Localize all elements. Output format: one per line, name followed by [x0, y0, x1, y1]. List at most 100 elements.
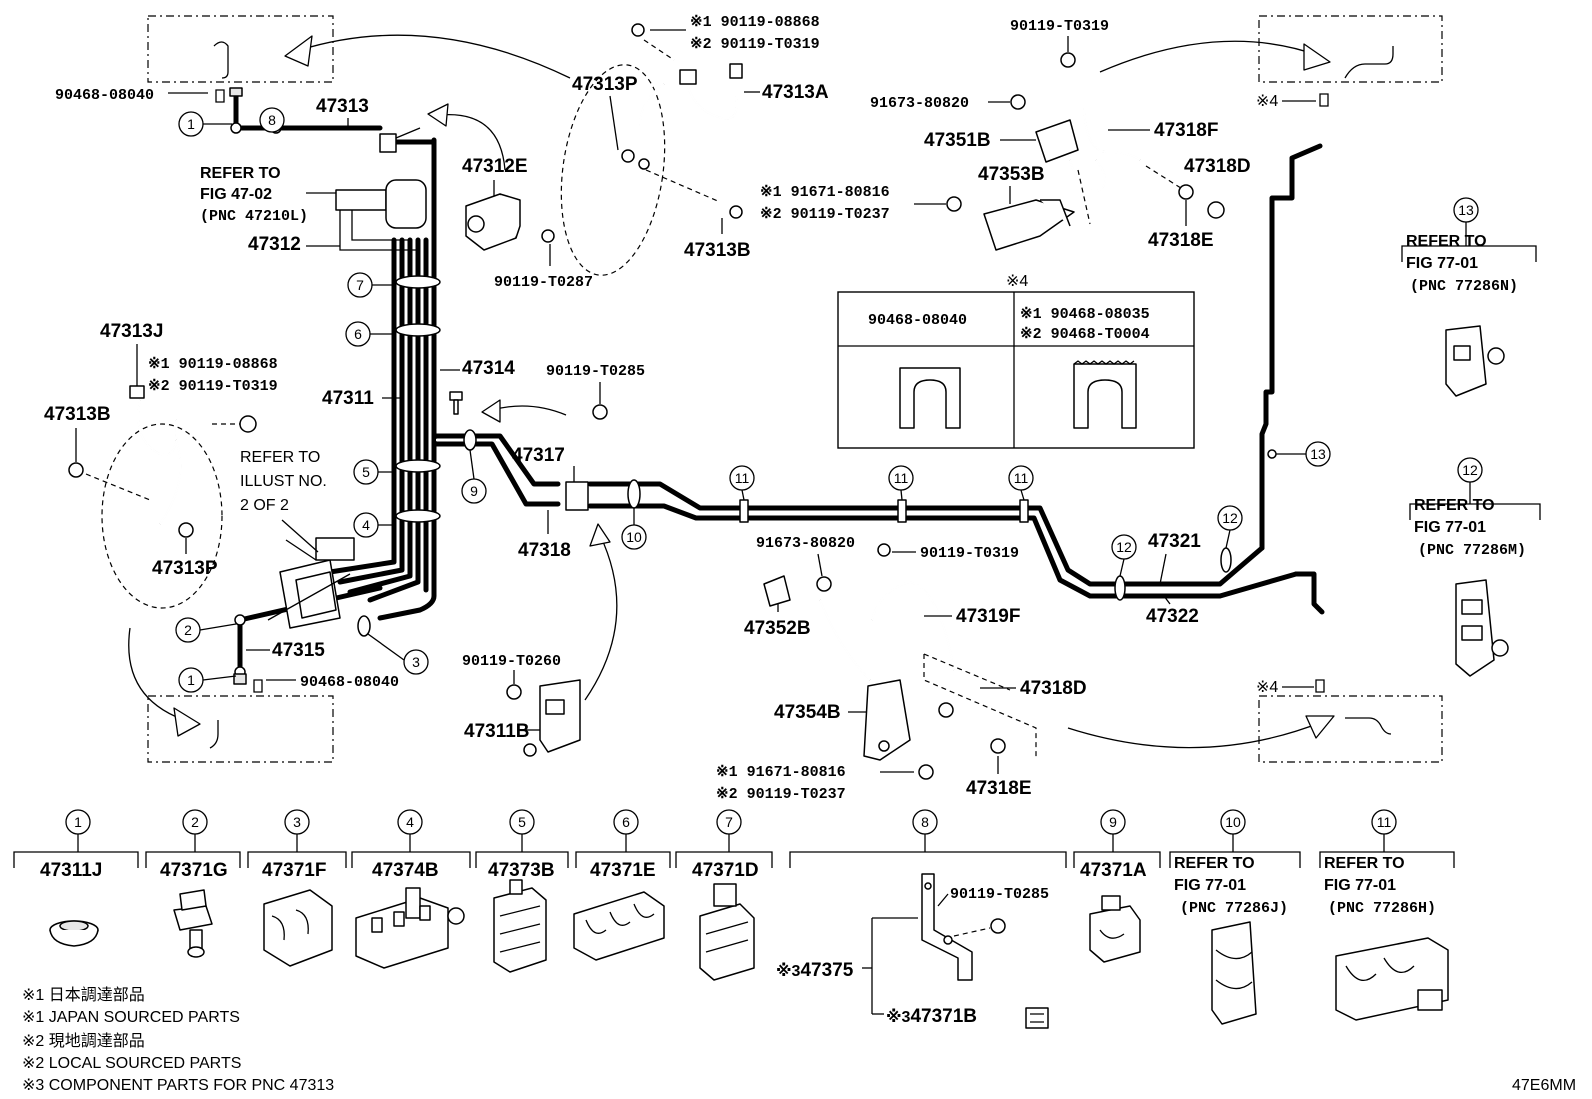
mark-4-bottom: ※4 [1256, 679, 1278, 696]
label-47313P-left: 47313P [152, 558, 218, 579]
clip-47375-icon [921, 873, 1006, 981]
label-47311: 47311 [322, 388, 374, 409]
detail-box-bottom-right [1258, 695, 1443, 763]
clip-refer-11-l2: FIG 77-01 [1324, 877, 1396, 894]
clip-num-2: 2 [182, 809, 208, 852]
callout-11-b: 11 [888, 465, 914, 501]
svg-text:7: 7 [356, 277, 364, 293]
svg-text:5: 5 [518, 814, 526, 830]
svg-text:2: 2 [184, 622, 192, 638]
label-47318E-mid: 47318E [966, 778, 1032, 799]
label-47321: 47321 [1148, 531, 1201, 552]
clip-part-47311J: 47311J [40, 860, 102, 881]
clip-77286H-icon [1335, 937, 1449, 1021]
label-47313P-top: 47313P [572, 74, 638, 95]
label-91671-80816-bot: ※1 91671-80816 [716, 764, 846, 781]
callout-6: 6 [345, 321, 396, 347]
callout-2: 2 [175, 617, 237, 643]
clip-refer-10-l3: (PNC 77286J) [1180, 900, 1288, 917]
arrow-to-47318 [584, 523, 618, 701]
valve-47312E-icon [465, 193, 555, 251]
callout-10: 10 [621, 508, 647, 550]
clip-part-47371D: 47371D [692, 860, 759, 881]
callout-4: 4 [353, 512, 396, 538]
label-90468-08040-top: 90468-08040 [55, 87, 154, 104]
svg-text:12: 12 [1462, 462, 1478, 478]
refer-12-l2: FIG 77-01 [1414, 519, 1486, 536]
label-47353B: 47353B [978, 164, 1045, 185]
label-refer-illust-c: 2 OF 2 [240, 497, 289, 514]
clip-47311B-icon [506, 679, 581, 757]
swoosh-arrow-top-right [1099, 40, 1331, 73]
detail-oval-left [101, 423, 223, 609]
svg-text:12: 12 [1116, 539, 1132, 555]
label-47313B-left: 47313B [44, 404, 111, 425]
clip-47373B-icon [493, 879, 547, 973]
mark-4-table: ※4 [1006, 273, 1028, 290]
label-91673-80820-top: 91673-80820 [870, 95, 969, 112]
note-3-en: ※3 COMPONENT PARTS FOR PNC 47313 [22, 1077, 334, 1094]
label-90119-08868-top: ※1 90119-08868 [690, 14, 820, 31]
label-refer-illust-a: REFER TO [240, 449, 320, 466]
refer-13-l1: REFER TO [1406, 233, 1487, 250]
label-47313J: 47313J [100, 321, 163, 342]
label-47318D-top: 47318D [1184, 156, 1251, 177]
swoosh-arrow-bottom-left [128, 627, 201, 737]
label-90119-T0319-mid: 90119-T0319 [920, 545, 1019, 562]
label-90119-T0319-right: 90119-T0319 [1010, 18, 1109, 35]
mark-4-top: ※4 [1256, 93, 1278, 110]
callout-12-b: 12 [1217, 505, 1243, 549]
label-refer-47-02-a: REFER TO [200, 165, 281, 182]
note-2-jp: ※2 現地調達部品 [22, 1032, 145, 1050]
refer-12-l3: (PNC 77286M) [1418, 542, 1526, 559]
svg-text:4: 4 [362, 517, 370, 533]
clip-77286M-icon [1455, 579, 1509, 677]
label-47354B: 47354B [774, 702, 841, 723]
label-47318F: 47318F [1154, 120, 1218, 141]
svg-text:11: 11 [894, 470, 909, 486]
svg-text:7: 7 [725, 814, 733, 830]
clip-num-8: 8 [912, 809, 938, 852]
part-labels: 90468-08040 47313 REFER TO FIG 47-02 (PN… [44, 14, 1541, 803]
callout-5: 5 [353, 459, 396, 485]
label-47322: 47322 [1146, 606, 1199, 627]
clip-47371F-icon [263, 889, 333, 967]
svg-text:13: 13 [1458, 202, 1474, 218]
note-1-jp: ※1 日本調達部品 [22, 986, 145, 1004]
clip-77286N-icon [1445, 325, 1505, 397]
label-refer-47-02-c: (PNC 47210L) [200, 208, 308, 225]
note-2-en: ※2 LOCAL SOURCED PARTS [22, 1055, 241, 1072]
label-91673-80820-mid: 91673-80820 [756, 535, 855, 552]
label-47319F: 47319F [956, 606, 1020, 627]
hose-47313A-icon [621, 23, 743, 219]
label-47312: 47312 [248, 234, 301, 255]
clip-num-6: 6 [613, 809, 639, 852]
clip-num-5: 5 [509, 809, 535, 852]
callout-13: 13 [1276, 441, 1331, 467]
refer-13-l3: (PNC 77286N) [1410, 278, 1518, 295]
detail-box-top-left [147, 15, 334, 83]
label-47318: 47318 [518, 540, 571, 561]
figure-code: 47E6MM [1512, 1077, 1576, 1094]
callout-1-top: 1 [178, 111, 232, 137]
callout-1-bottom: 1 [178, 667, 237, 693]
svg-text:4: 4 [406, 814, 414, 830]
clip-part-47375: ※347375 [776, 960, 854, 981]
svg-text:1: 1 [187, 672, 195, 688]
svg-text:5: 5 [362, 464, 370, 480]
clip-num-3: 3 [284, 809, 310, 852]
callout-11-c: 11 [1008, 465, 1034, 501]
clip-num-4: 4 [397, 809, 423, 852]
notes: ※1 日本調達部品 ※1 JAPAN SOURCED PARTS ※2 現地調達… [22, 986, 334, 1094]
clip-part-47371E: 47371E [590, 860, 656, 881]
label-47313A: 47313A [762, 82, 829, 103]
label-47315: 47315 [272, 640, 325, 661]
label-47312E: 47312E [462, 156, 528, 177]
detail-box-bottom-left [147, 695, 334, 763]
clip-77286J-icon [1211, 921, 1257, 1025]
bracket-47351B-icon [946, 52, 1225, 251]
svg-text:11: 11 [1014, 470, 1029, 486]
clip-num-9: 9 [1100, 809, 1126, 852]
clip-47374B-icon [355, 887, 465, 969]
label-91671-80816-top: ※1 91671-80816 [760, 184, 890, 201]
